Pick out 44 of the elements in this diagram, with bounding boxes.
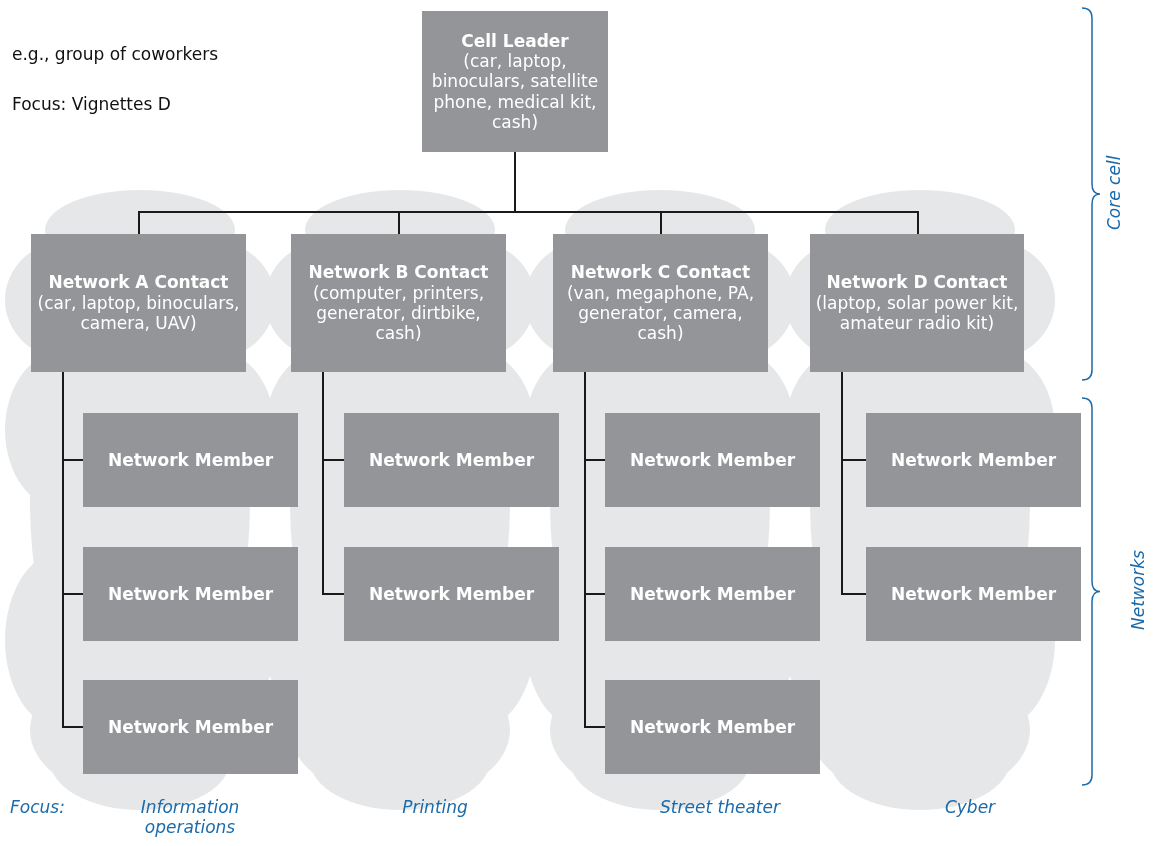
member-box <box>866 547 1081 641</box>
box-text: (laptop, solar power kit, amateur radio kit) <box>814 292 1020 334</box>
member-box <box>605 680 820 774</box>
member-box <box>810 234 1024 372</box>
member-box <box>344 413 559 507</box>
box-text: (van, megaphone, PA, generator, camera, cash) <box>565 282 756 344</box>
bracket-label: Networks <box>1128 550 1148 630</box>
member-box <box>553 234 768 372</box>
box-title: Network Member <box>890 583 1057 605</box>
box-title: Network C Contact <box>570 262 751 283</box>
box-title: Cell Leader <box>461 30 569 51</box>
leader-box <box>422 11 608 152</box>
member-box <box>605 413 820 507</box>
box-title: Network D Contact <box>826 272 1008 293</box>
focus-label: Cyber <box>943 797 997 817</box>
member-box <box>31 234 246 372</box>
box-title: Network Member <box>107 583 274 605</box>
box-title: Network Member <box>890 449 1057 471</box>
focus-label: Focus: <box>10 797 65 817</box>
bracket-label: Core cell <box>1104 155 1124 230</box>
focus-label: Printing <box>401 797 469 817</box>
box-title: Network Member <box>368 583 535 605</box>
intro-note: e.g., group of coworkers <box>12 44 219 64</box>
box-title: Network Member <box>629 449 796 471</box>
box-title: Network Member <box>629 716 796 738</box>
member-box <box>83 547 298 641</box>
box-title: Network Member <box>107 449 274 471</box>
focus-label: Information operations <box>139 797 241 837</box>
box-text: (car, laptop, binoculars, satellite phone, medical kit, cash) <box>430 50 600 133</box>
box-title: Network Member <box>107 716 274 738</box>
box-text: (computer, printers, generator, dirtbike, cash) <box>311 282 486 344</box>
box-text: (car, laptop, binoculars, camera, UAV) <box>36 292 241 334</box>
focus-label: Street theater <box>659 797 782 817</box>
member-box <box>605 547 820 641</box>
member-box <box>344 547 559 641</box>
box-title: Network Member <box>629 583 796 605</box>
member-box <box>866 413 1081 507</box>
focus-note: Focus: Vignettes D <box>12 94 171 114</box>
box-title: Network A Contact <box>48 272 229 293</box>
box-title: Network B Contact <box>308 262 489 283</box>
box-title: Network Member <box>368 449 535 471</box>
member-box <box>83 680 298 774</box>
member-box <box>291 234 506 372</box>
member-box <box>83 413 298 507</box>
